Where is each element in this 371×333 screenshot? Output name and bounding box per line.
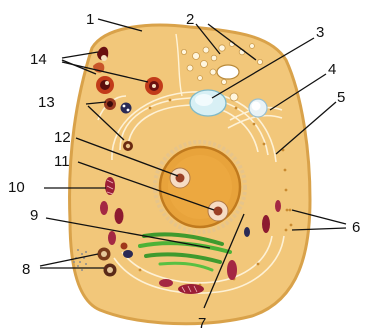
label-3: 3: [316, 24, 324, 41]
label-14: 14: [30, 51, 47, 68]
label-7: 7: [198, 315, 206, 332]
lysosome: [249, 99, 267, 117]
nucleus: [155, 142, 245, 232]
peroxisome: [217, 65, 239, 79]
label-11: 11: [54, 153, 70, 170]
label-1: 1: [86, 11, 94, 28]
label-10: 10: [8, 179, 25, 196]
label-5: 5: [337, 89, 345, 106]
label-4: 4: [328, 61, 336, 78]
label-9: 9: [30, 207, 38, 224]
vacuole: [190, 90, 226, 116]
small-vesicle: [230, 93, 238, 101]
label-2: 2: [186, 11, 194, 28]
nucleolus-lower: [208, 201, 228, 221]
label-8: 8: [22, 261, 30, 278]
label-13: 13: [38, 94, 55, 111]
label-6: 6: [352, 219, 360, 236]
nucleolus-upper: [170, 168, 190, 188]
label-12: 12: [54, 129, 71, 146]
